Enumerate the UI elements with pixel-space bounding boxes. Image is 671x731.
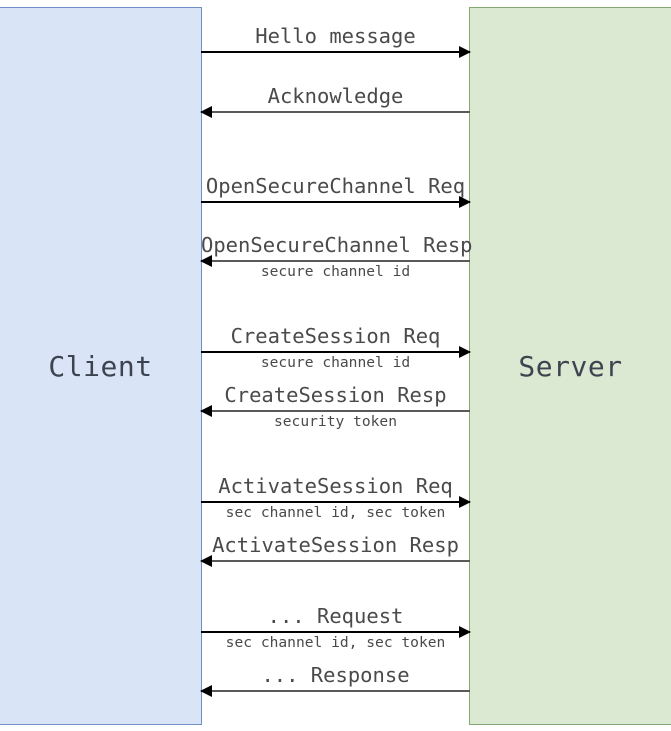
message-label: OpenSecureChannel Req — [205, 174, 466, 199]
arrow-head-left-icon — [200, 105, 212, 118]
arrow-line — [201, 690, 470, 692]
arrow-head-right-icon — [459, 625, 471, 638]
arrow-line — [201, 631, 470, 633]
message-label: Acknowledge — [267, 84, 404, 109]
message-label: ActivateSession Resp — [212, 533, 459, 558]
arrow-head-left-icon — [200, 254, 212, 267]
message-label: ... Response — [261, 663, 410, 688]
arrow-head-left-icon — [200, 554, 212, 567]
arrow-head-left-icon — [200, 684, 212, 697]
message-label: CreateSession Req — [230, 324, 441, 349]
arrow-head-left-icon — [200, 404, 212, 417]
message-label: ActivateSession Req — [218, 474, 453, 499]
arrow-line — [201, 111, 470, 113]
lifeline-client: Client — [0, 7, 202, 725]
message-label: OpenSecureChannel Resp — [201, 233, 473, 258]
arrow-line — [201, 51, 470, 53]
arrow-line — [201, 201, 470, 203]
message-label: ... Request — [267, 604, 404, 629]
arrow-line — [201, 560, 470, 562]
message-sublabel: secure channel id — [260, 354, 411, 371]
arrow-line — [201, 410, 470, 412]
arrow-head-right-icon — [459, 495, 471, 508]
arrow-head-right-icon — [459, 345, 471, 358]
actor-label-client: Client — [48, 349, 153, 383]
arrow-head-right-icon — [459, 195, 471, 208]
message-label: CreateSession Resp — [224, 383, 447, 408]
message-sublabel: sec channel id, sec token — [225, 504, 446, 521]
message-sublabel: security token — [273, 413, 397, 430]
arrow-line — [201, 260, 470, 262]
message-label: Hello message — [255, 24, 416, 49]
lifeline-server: Server — [469, 7, 671, 725]
message-sublabel: secure channel id — [260, 263, 411, 280]
arrow-line — [201, 351, 470, 353]
arrow-line — [201, 501, 470, 503]
arrow-head-right-icon — [459, 45, 471, 58]
message-sublabel: sec channel id, sec token — [225, 634, 446, 651]
actor-label-server: Server — [518, 349, 623, 383]
